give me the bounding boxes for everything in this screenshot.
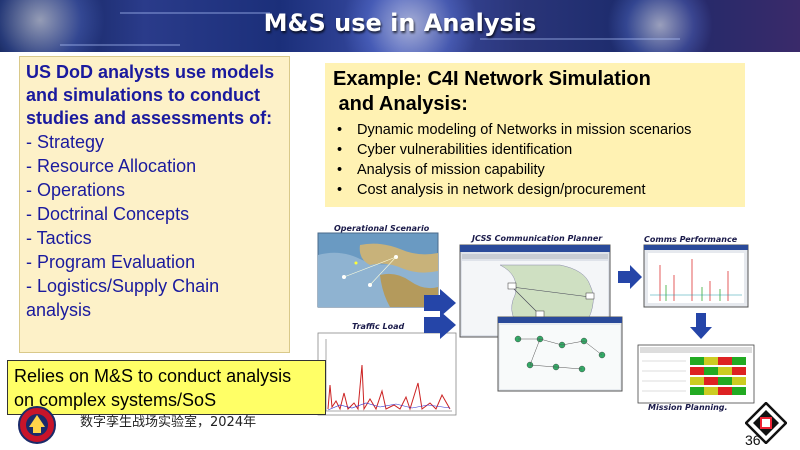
example-bullets: Dynamic modeling of Networks in mission … bbox=[333, 120, 737, 200]
c4i-simulation-diagram: Operational Scenario JCSS Communication … bbox=[300, 215, 780, 430]
analysis-area-item: - Program Evaluation bbox=[26, 252, 196, 272]
footer-lab-text: 数字孪生战场实验室，2024年 bbox=[80, 415, 257, 430]
analysis-area-item: - Resource Allocation bbox=[26, 156, 197, 176]
arrow-comms-to-mission bbox=[690, 313, 712, 339]
emblem-icon bbox=[745, 402, 787, 444]
analysis-area-item: - Logistics/Supply Chain bbox=[26, 276, 220, 296]
arrow-traffic-to-jcss bbox=[424, 311, 456, 339]
analysis-area-item: analysis bbox=[26, 300, 92, 320]
page-number: 36 bbox=[745, 432, 761, 448]
arrow-jcss-to-comms bbox=[618, 265, 642, 289]
flow-arrows bbox=[424, 265, 712, 339]
example-bullet: Analysis of mission capability bbox=[335, 160, 737, 180]
analysis-area-item: - Strategy bbox=[26, 132, 105, 152]
analysis-area-item: - Tactics bbox=[26, 228, 92, 248]
comms-performance-window bbox=[643, 244, 749, 308]
dod-intro-text: US DoD analysts use models and simulatio… bbox=[26, 62, 275, 128]
example-title-line1: Example: C4I Network Simulation bbox=[333, 68, 651, 90]
analysis-areas-list: - Strategy - Resource Allocation - Opera… bbox=[26, 130, 283, 322]
example-title-line2: and Analysis: bbox=[333, 93, 468, 115]
analysis-area-item: - Operations bbox=[26, 180, 126, 200]
lab-logo-icon bbox=[18, 406, 56, 444]
slide-title: M&S use in Analysis bbox=[263, 9, 537, 37]
caption-comms-performance: Comms Performance bbox=[644, 235, 738, 244]
example-box: Example: C4I Network Simulation and Anal… bbox=[325, 63, 745, 207]
title-banner: M&S use in Analysis bbox=[0, 0, 800, 52]
diagram-graphics bbox=[317, 232, 755, 416]
operational-scenario-image bbox=[317, 232, 439, 308]
network-model-window bbox=[497, 316, 623, 392]
arrow-scenario-to-jcss bbox=[424, 289, 456, 317]
caption-mission-planning: Mission Planning. bbox=[648, 403, 728, 412]
relies-line1: Relies on M&S to conduct analysis bbox=[14, 366, 292, 386]
mission-planning-table bbox=[637, 344, 755, 404]
example-bullet: Dynamic modeling of Networks in mission … bbox=[335, 120, 737, 140]
jcss-planner-window bbox=[459, 244, 611, 338]
relies-line2: on complex systems/SoS bbox=[14, 390, 217, 410]
caption-traffic-load: Traffic Load bbox=[352, 322, 405, 331]
caption-operational-scenario: Operational Scenario bbox=[334, 224, 430, 233]
analysis-area-item: - Doctrinal Concepts bbox=[26, 204, 190, 224]
example-bullet: Cyber vulnerabilities identification bbox=[335, 140, 737, 160]
relies-on-ms-box: Relies on M&S to conduct analysis on com… bbox=[7, 360, 326, 415]
caption-jcss: JCSS Communication Planner bbox=[472, 234, 603, 243]
traffic-load-chart bbox=[317, 332, 457, 416]
dod-analysis-box: US DoD analysts use models and simulatio… bbox=[19, 56, 290, 353]
example-bullet: Cost analysis in network design/procurem… bbox=[335, 180, 737, 200]
